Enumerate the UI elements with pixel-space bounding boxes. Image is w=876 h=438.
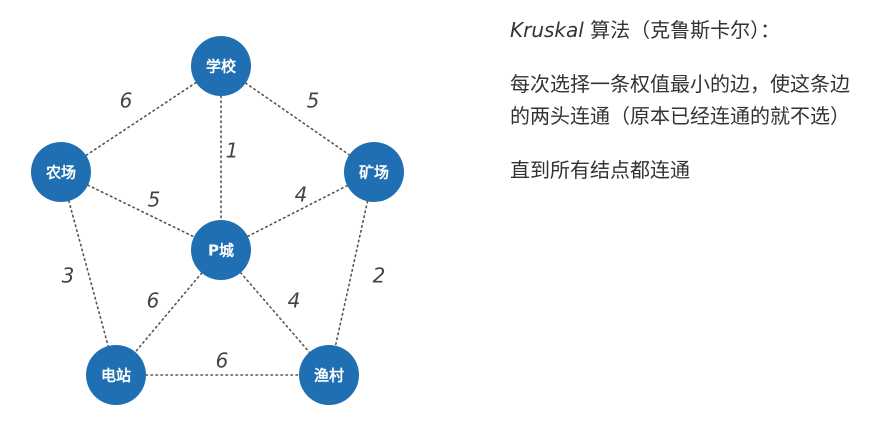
algorithm-title: Kruskal 算法（克鲁斯卡尔）： (510, 14, 866, 46)
node-power: 电站 (86, 345, 146, 405)
node-mine: 矿场 (344, 142, 404, 202)
node-circle-school (191, 36, 251, 96)
node-village: 渔村 (299, 345, 359, 405)
algorithm-name: Kruskal (510, 18, 584, 42)
node-label-mine: 矿场 (359, 164, 389, 182)
node-circle-pcity (191, 220, 251, 280)
edge-mine-village (328, 171, 375, 376)
explanation-panel: Kruskal 算法（克鲁斯卡尔）： 每次选择一条权值最小的边，使这条边的两头连… (510, 14, 866, 208)
node-farm: 农场 (31, 142, 91, 202)
node-label-school: 学校 (206, 58, 237, 76)
edge-weight-school-farm: 6 (120, 89, 133, 113)
node-label-village: 渔村 (314, 367, 344, 385)
node-circle-power (86, 345, 146, 405)
node-circle-village (299, 345, 359, 405)
node-school: 学校 (191, 36, 251, 96)
algorithm-title-rest: 算法（克鲁斯卡尔）： (583, 18, 781, 42)
edge-weight-farm-pcity: 5 (148, 188, 161, 212)
node-label-power: 电站 (101, 367, 131, 385)
edge-school-mine (220, 65, 375, 173)
edge-weight-pcity-village: 4 (288, 289, 301, 313)
edge-weight-mine-pcity: 4 (295, 183, 308, 207)
rule-paragraph: 每次选择一条权值最小的边，使这条边的两头连通（原本已经连通的就不选） (510, 72, 850, 128)
node-circle-mine (344, 142, 404, 202)
node-label-farm: 农场 (45, 164, 76, 182)
edge-school-farm (60, 65, 222, 173)
node-label-pcity: P城 (208, 242, 234, 260)
edge-weight-power-village: 6 (216, 349, 229, 373)
edge-weight-pcity-power: 6 (147, 289, 160, 313)
edge-weight-school-mine: 5 (307, 89, 320, 113)
edge-layer: 6 5 1 5 4 3 2 6 4 6 (60, 65, 386, 376)
edge-weight-farm-power: 3 (62, 264, 75, 288)
edge-farm-power (60, 171, 117, 376)
stop-condition-paragraph: 直到所有结点都连通 (510, 158, 690, 182)
edge-weight-school-pcity: 1 (226, 139, 239, 163)
edge-weight-mine-village: 2 (373, 264, 386, 288)
edge-mine-pcity (220, 171, 375, 251)
node-circle-farm (31, 142, 91, 202)
node-pcity: P城 (191, 220, 251, 280)
